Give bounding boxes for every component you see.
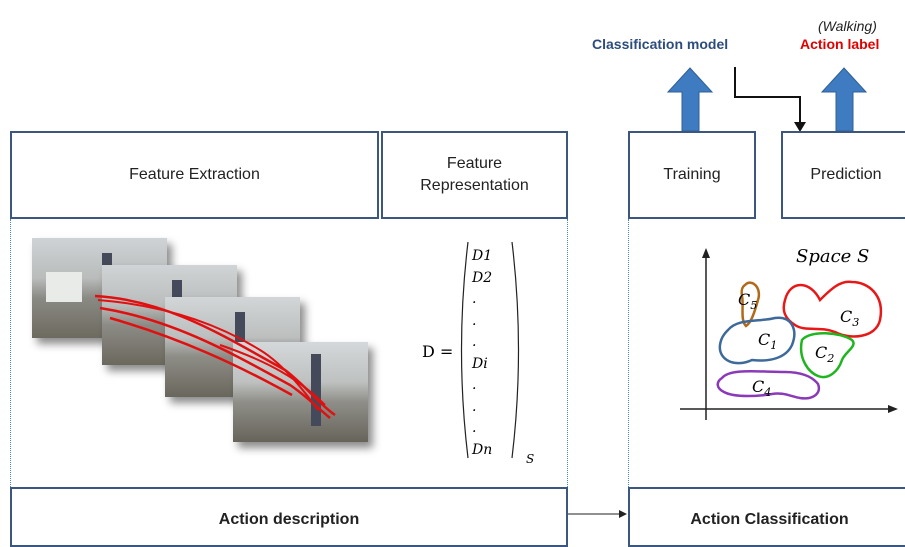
action-classification-label: Action Classification xyxy=(690,511,849,528)
up-arrow-icon xyxy=(820,67,868,132)
cluster-label-c2: C2 xyxy=(815,343,835,366)
dotted-middle-border xyxy=(567,219,568,487)
vector-entry: D1 xyxy=(472,248,493,264)
dotted-left-border xyxy=(10,219,11,487)
vector-entry: . xyxy=(472,377,477,393)
training-label: Training xyxy=(663,166,721,184)
feature-representation-label-line1: Feature xyxy=(446,155,503,173)
up-arrow-icon xyxy=(666,67,714,132)
motion-trajectory-icon xyxy=(94,294,336,419)
right-paren xyxy=(511,241,520,459)
cluster-label-c3: C3 xyxy=(840,307,860,330)
space-title: Space S xyxy=(796,246,870,267)
cluster-label-c4: C4 xyxy=(752,377,772,400)
dotted-right-border xyxy=(628,219,629,487)
feature-extraction-box: Feature Extraction xyxy=(10,131,379,219)
left-paren xyxy=(460,241,469,459)
vector-entry: D2 xyxy=(472,269,493,286)
feature-extraction-label: Feature Extraction xyxy=(129,166,260,184)
feature-representation-label-line2: Representation xyxy=(420,177,529,194)
vector-entry: . xyxy=(472,334,477,350)
vector-entry: . xyxy=(472,291,477,307)
cluster-c5-outline xyxy=(740,281,761,328)
walking-label: (Walking) xyxy=(818,18,877,34)
connector-arrow xyxy=(734,67,801,126)
cluster-c1-outline xyxy=(718,316,796,365)
vector-entry: . xyxy=(472,420,477,436)
feature-representation-box: Feature Representation xyxy=(381,131,568,219)
training-box: Training xyxy=(628,131,756,219)
action-description-label: Action description xyxy=(218,511,360,528)
prediction-box: Prediction xyxy=(781,131,905,219)
diagram-graphics xyxy=(460,67,898,518)
prediction-label: Prediction xyxy=(810,166,882,184)
classification-model-label: Classification model xyxy=(592,36,729,52)
cluster-c4-outline xyxy=(716,369,821,400)
vector-subscript: S xyxy=(526,452,535,466)
vector-entry: . xyxy=(472,398,477,415)
y-axis-arrow-icon xyxy=(702,248,710,258)
arrowhead-icon xyxy=(794,122,806,132)
cluster-c2-outline xyxy=(799,332,855,379)
cluster-c3-outline xyxy=(782,280,883,338)
vector-entry: Dn xyxy=(472,441,493,458)
vector-entries: D1 D2 . . . Di . . . Dn xyxy=(472,246,512,461)
x-axis-arrow-icon xyxy=(888,405,898,413)
cluster-label-c5: C5 xyxy=(738,290,758,313)
vector-lhs: D = xyxy=(422,342,454,361)
vector-entry: Di xyxy=(472,355,488,372)
cluster-label-c1: C1 xyxy=(758,330,778,353)
action-label-label: Action label xyxy=(800,36,880,52)
vector-entry: . xyxy=(472,312,477,329)
arrowhead-icon xyxy=(619,510,627,518)
